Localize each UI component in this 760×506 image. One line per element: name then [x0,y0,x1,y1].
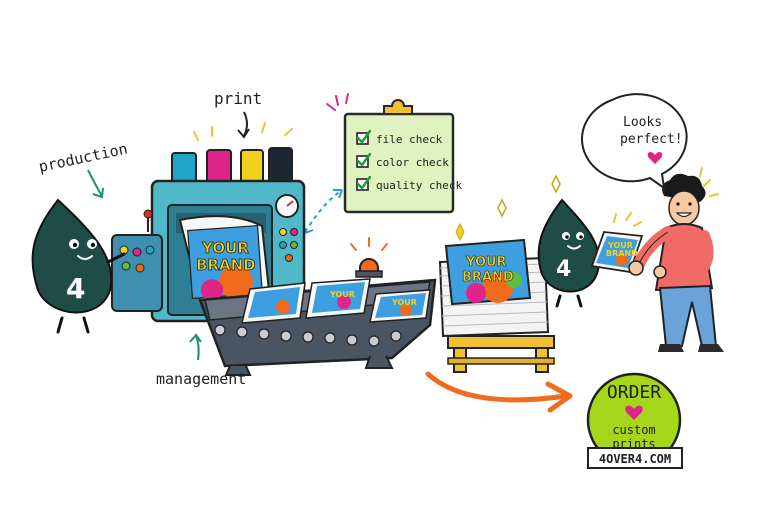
belt-poster-3: YOUR [369,289,431,323]
arrow-icon [195,335,200,361]
sparkle-icon [613,212,642,227]
checklist-item-label: color check [376,156,449,169]
poster-title-line: YOUR [201,239,249,257]
sparkle-icon [326,93,349,111]
sparkle-icon [551,174,561,194]
belt-poster-2: YOUR [305,278,371,319]
speech-bubble: Looks perfect! [581,93,688,191]
check-row-color: color check [356,152,449,169]
belt-poster-1 [241,282,306,324]
svg-text:YOUR: YOUR [465,255,507,270]
mascot-right: 4 [497,174,610,308]
conveyor-belt: YOUR YOUR [198,278,437,376]
check-row-file: file check [356,129,443,146]
sparkle-icon [193,122,293,141]
speech-line: perfect! [620,132,683,147]
check-row-quality: quality check [356,175,462,192]
checklist-item-label: file check [376,133,443,146]
ink-cartridge-yellow [240,149,264,184]
sparkle-icon [455,222,465,242]
svg-text:YOUR: YOUR [329,290,355,299]
poster-stack: YOUR BRAND [438,222,555,373]
svg-text:BRAND: BRAND [606,249,638,258]
label-print: print [214,89,262,108]
label-production: production [37,140,129,176]
svg-text:YOUR: YOUR [391,298,417,307]
svg-text:4: 4 [556,257,571,282]
handed-poster: YOUR BRAND [590,212,644,274]
website-url: 4OVER4.COM [599,452,671,466]
checklist-item-label: quality check [376,179,462,192]
svg-text:BRAND: BRAND [462,270,514,285]
customer-person [628,167,724,352]
printed-sheet: YOUR BRAND [178,215,272,306]
checklist-board: file check color check quality check [326,93,462,214]
order-arrow-icon [425,371,569,403]
badge-line: custom [612,423,655,437]
sparkle-icon [497,198,507,218]
warning-light-icon [350,237,388,278]
arrow-icon [87,169,103,197]
order-title: ORDER [607,382,661,403]
speech-line: Looks [623,115,662,130]
clipboard-icon [383,99,413,115]
label-management: management [156,370,246,388]
ink-cartridge-black [268,147,293,184]
heart-icon [647,151,663,164]
sparkle-icon [699,167,719,197]
website-tag[interactable]: 4OVER4.COM [587,447,683,469]
heart-icon [625,405,643,420]
ink-cartridge-magenta [206,149,232,184]
dashed-connector [304,189,343,233]
mascot-number: 4 [66,272,85,305]
mascot-left: 4 [31,198,126,334]
poster-title-line: BRAND [196,256,256,274]
ink-cartridge-cyan [171,152,197,184]
svg-text:YOUR: YOUR [607,241,633,250]
